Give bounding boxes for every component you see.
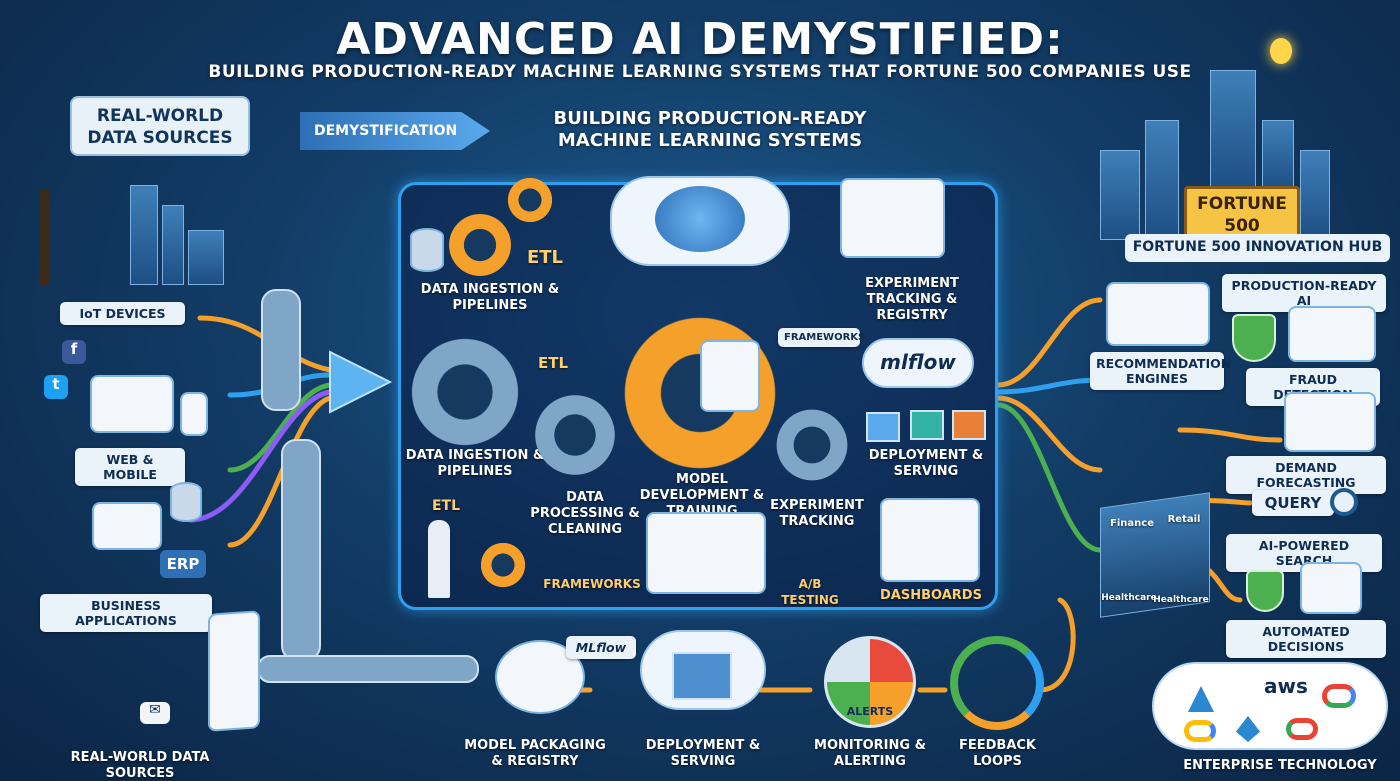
real-world-data-sources-box: REAL-WORLD DATA SOURCES [70, 96, 250, 156]
left-house-icon [188, 230, 224, 285]
automated-decisions-label: AUTOMATED DECISIONS [1226, 620, 1386, 658]
frameworks-bottom-label: FRAMEWORKS [543, 577, 641, 591]
gear-icon [405, 332, 525, 452]
database-icon [170, 482, 202, 522]
frameworks-top-badge: FRAMEWORKS [778, 328, 865, 347]
gear-icon [478, 540, 528, 590]
left-building-icon [162, 205, 184, 285]
etl-label: ETL [537, 354, 569, 372]
analytics-report-icon [646, 512, 766, 594]
feedback-loops-label: FEEDBACK LOOPS [958, 738, 1037, 769]
container-icon [910, 410, 944, 440]
dashboards-label: DASHBOARDS [880, 588, 982, 603]
alerts-label: ALERTS [846, 705, 894, 718]
production-ready-ai-label: PRODUCTION-READY AI [1222, 274, 1386, 312]
alerts-gauge-icon [824, 636, 916, 728]
database-icon [410, 228, 444, 272]
experiment-dashboard-icon [840, 178, 945, 258]
page-subtitle: BUILDING PRODUCTION-READY MACHINE LEARNI… [208, 62, 1192, 82]
facebook-icon: f [62, 340, 86, 364]
mlflow-badge: MLflow [566, 636, 636, 659]
query-search-box[interactable]: QUERY [1252, 490, 1334, 516]
model-packaging-label: MODEL PACKAGING & REGISTRY [464, 738, 606, 769]
data-ingestion-mid-label: DATA INGESTION & PIPELINES [405, 448, 545, 479]
healthcare-label: Healthcare [1101, 593, 1157, 603]
skyscraper-icon [1100, 150, 1140, 240]
demystification-arrow: DEMYSTIFICATION [300, 112, 490, 150]
business-applications-label: BUSINESS APPLICATIONS [40, 594, 212, 632]
feedback-cycle-icon [950, 636, 1044, 730]
gear-icon [445, 210, 515, 280]
real-world-sources-bottom-label: REAL-WORLD DATA SOURCES [70, 750, 210, 781]
scientist-figure [428, 520, 450, 598]
page-title: ADVANCED AI DEMYSTIFIED: [336, 14, 1064, 65]
google-cloud-icon [1286, 718, 1318, 740]
etl-label: ETL [431, 498, 461, 514]
tablet-icon [208, 610, 260, 732]
left-building-icon [130, 185, 158, 285]
container-icon [866, 412, 900, 442]
google-cloud-icon [1322, 684, 1356, 708]
retail-label: Retail [1167, 514, 1201, 525]
forecast-chart-icon [1284, 392, 1376, 452]
erp-badge: ERP [160, 550, 206, 578]
oil-rig-icon [40, 190, 50, 285]
pipeline-heading: BUILDING PRODUCTION-READY MACHINE LEARNI… [553, 108, 867, 151]
iot-devices-label: IoT DEVICES [60, 302, 185, 325]
fraud-chart-icon [1288, 306, 1376, 362]
mlflow-core-logo: mlflow [880, 350, 956, 374]
gear-icon [772, 405, 852, 485]
dashboards-screen-icon [880, 498, 980, 582]
data-processing-label: DATA PROCESSING & CLEANING [530, 490, 640, 537]
skyscraper-icon [1145, 120, 1179, 240]
twitter-icon: t [44, 375, 68, 399]
code-screen-icon [700, 340, 760, 412]
lightbulb-icon [1270, 38, 1292, 64]
experiment-tracking-label: EXPERIMENT TRACKING [770, 498, 864, 529]
container-stack-icon [672, 652, 732, 700]
magnifier-icon [1330, 488, 1358, 516]
etl-label: ETL [526, 247, 564, 268]
email-icon: ✉ [140, 702, 170, 724]
google-cloud-icon [1184, 720, 1216, 742]
laptop-user-icon [90, 375, 174, 433]
gear-icon [505, 175, 555, 225]
shield-check-icon [1232, 314, 1276, 362]
web-mobile-label: WEB & MOBILE [75, 448, 185, 486]
mlflow-cloud [862, 338, 974, 388]
checklist-icon [1300, 562, 1362, 614]
payment-monitor-icon [92, 502, 162, 550]
innovation-hub-banner: FORTUNE 500 INNOVATION HUB [1125, 234, 1390, 262]
deployment-serving-bottom-label: DEPLOYMENT & SERVING [645, 738, 761, 769]
shield-check-icon [1246, 570, 1284, 612]
wrench-gear-icon [530, 390, 620, 480]
demand-forecasting-label: DEMAND FORECASTING [1226, 456, 1386, 494]
monitoring-alerting-label: MONITORING & ALERTING [814, 738, 926, 769]
deployment-serving-core-label: DEPLOYMENT & SERVING [868, 448, 984, 479]
experiment-registry-label: EXPERIMENT TRACKING & REGISTRY [865, 276, 959, 323]
skyscraper-icon [1300, 150, 1330, 240]
recommendation-screen-icon [1106, 282, 1210, 346]
mobile-phone-icon [180, 392, 208, 436]
brain-icon [655, 186, 745, 252]
skyscraper-icon [1210, 70, 1256, 190]
data-ingestion-top-label: DATA INGESTION & PIPELINES [420, 282, 560, 313]
recommendation-engines-label: RECOMMENDATION ENGINES [1090, 352, 1231, 390]
finance-label: Finance [1110, 518, 1154, 529]
aws-logo: aws [1264, 674, 1308, 698]
skyscraper-icon [1262, 120, 1294, 190]
enterprise-technology-label: ENTERPRISE TECHNOLOGY [1183, 758, 1377, 773]
healthcare-label: Healthcare [1153, 595, 1209, 605]
ab-testing-label: A/B TESTING [781, 577, 839, 607]
container-icon [952, 410, 986, 440]
